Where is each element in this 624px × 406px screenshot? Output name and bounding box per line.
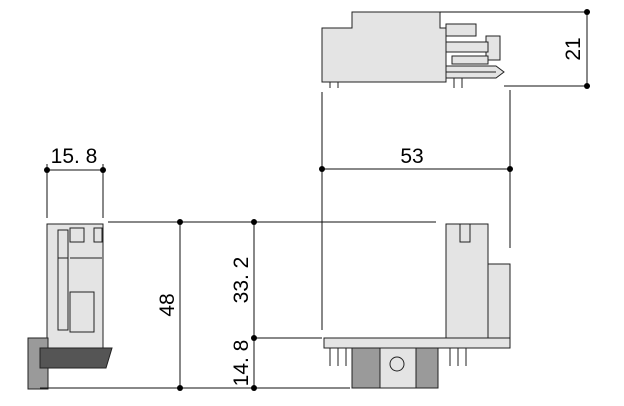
dimension-dot xyxy=(44,167,50,173)
dimension-dot xyxy=(251,335,257,341)
dimension-label-48: 48 xyxy=(156,293,179,316)
front-view-hole xyxy=(389,356,405,372)
dimension-label-21: 21 xyxy=(562,37,585,60)
front-view-step xyxy=(487,263,511,343)
side-view-channel xyxy=(57,229,69,331)
dimension-dot xyxy=(319,166,325,172)
dimension-15-8: 15. 8 xyxy=(44,145,106,218)
side-view-slot xyxy=(69,227,85,243)
dimension-dot xyxy=(584,83,590,89)
dimension-53: 53 xyxy=(319,90,513,330)
front-view-base xyxy=(323,337,511,349)
top-view-rail xyxy=(445,41,489,53)
side-view-tab xyxy=(93,227,103,243)
dimension-dot xyxy=(177,219,183,225)
dimension-dot xyxy=(100,167,106,173)
side-view xyxy=(27,223,113,390)
side-view-window xyxy=(69,291,95,333)
dimension-label-14-8: 14. 8 xyxy=(230,340,253,387)
top-view-body xyxy=(321,11,447,83)
dimension-dot xyxy=(251,385,257,391)
top-view-clip xyxy=(445,23,477,37)
top-view-tab xyxy=(451,55,489,65)
dimension-label-33-2: 33. 2 xyxy=(230,257,253,304)
side-view-foot xyxy=(39,347,113,369)
front-view-slot xyxy=(459,223,471,243)
dimension-dot xyxy=(251,219,257,225)
dimension-label-15-8: 15. 8 xyxy=(51,145,98,168)
dimension-vertical-set: 48 33. 2 14. 8 xyxy=(40,219,436,391)
dimension-dot xyxy=(584,9,590,15)
front-view xyxy=(323,223,511,389)
dimension-21: 21 xyxy=(440,9,590,89)
dimension-dot xyxy=(177,385,183,391)
dimension-dot xyxy=(507,166,513,172)
top-view xyxy=(321,11,505,88)
dimension-label-53: 53 xyxy=(400,145,423,168)
